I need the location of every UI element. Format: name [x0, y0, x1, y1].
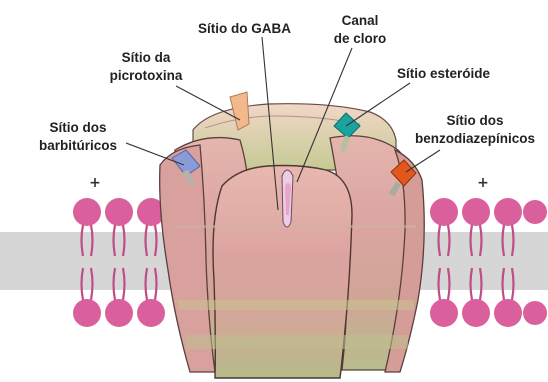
lipid-head	[523, 200, 547, 224]
label-steroid-site: Sítio esteróide	[397, 66, 491, 81]
lipid-head	[73, 198, 101, 226]
charge-right: +	[477, 175, 489, 191]
label-gaba-site: Sítio do GABA	[198, 21, 291, 36]
lipid-head	[73, 299, 101, 327]
label-barbiturate-line2: barbitúricos	[39, 138, 117, 153]
leader-picrotoxin	[176, 86, 240, 120]
lipid-head	[137, 299, 165, 327]
lipid-head	[105, 299, 133, 327]
label-chloride-channel-line2: de cloro	[334, 31, 387, 46]
lipid-head	[430, 198, 458, 226]
band-2	[178, 300, 414, 310]
label-chloride-channel-line1: Canal	[342, 13, 379, 28]
lipid-head	[430, 299, 458, 327]
label-picrotoxin-line1: Sítio da	[122, 50, 171, 65]
label-benzodiazepine-line2: benzodiazepínicos	[415, 131, 535, 146]
label-barbiturate-line1: Sítio dos	[50, 120, 107, 135]
lipid-head	[494, 299, 522, 327]
band-1	[176, 225, 416, 228]
band-3	[186, 335, 408, 349]
lipid-head	[523, 301, 547, 325]
charge-left: +	[89, 175, 101, 191]
label-benzodiazepine-line1: Sítio dos	[447, 113, 504, 128]
gaba-a-receptor	[160, 104, 425, 378]
label-picrotoxin-line2: picrotoxina	[110, 68, 183, 83]
lipid-head	[462, 299, 490, 327]
lipid-head	[105, 198, 133, 226]
lipid-head	[462, 198, 490, 226]
lipid-head	[494, 198, 522, 226]
